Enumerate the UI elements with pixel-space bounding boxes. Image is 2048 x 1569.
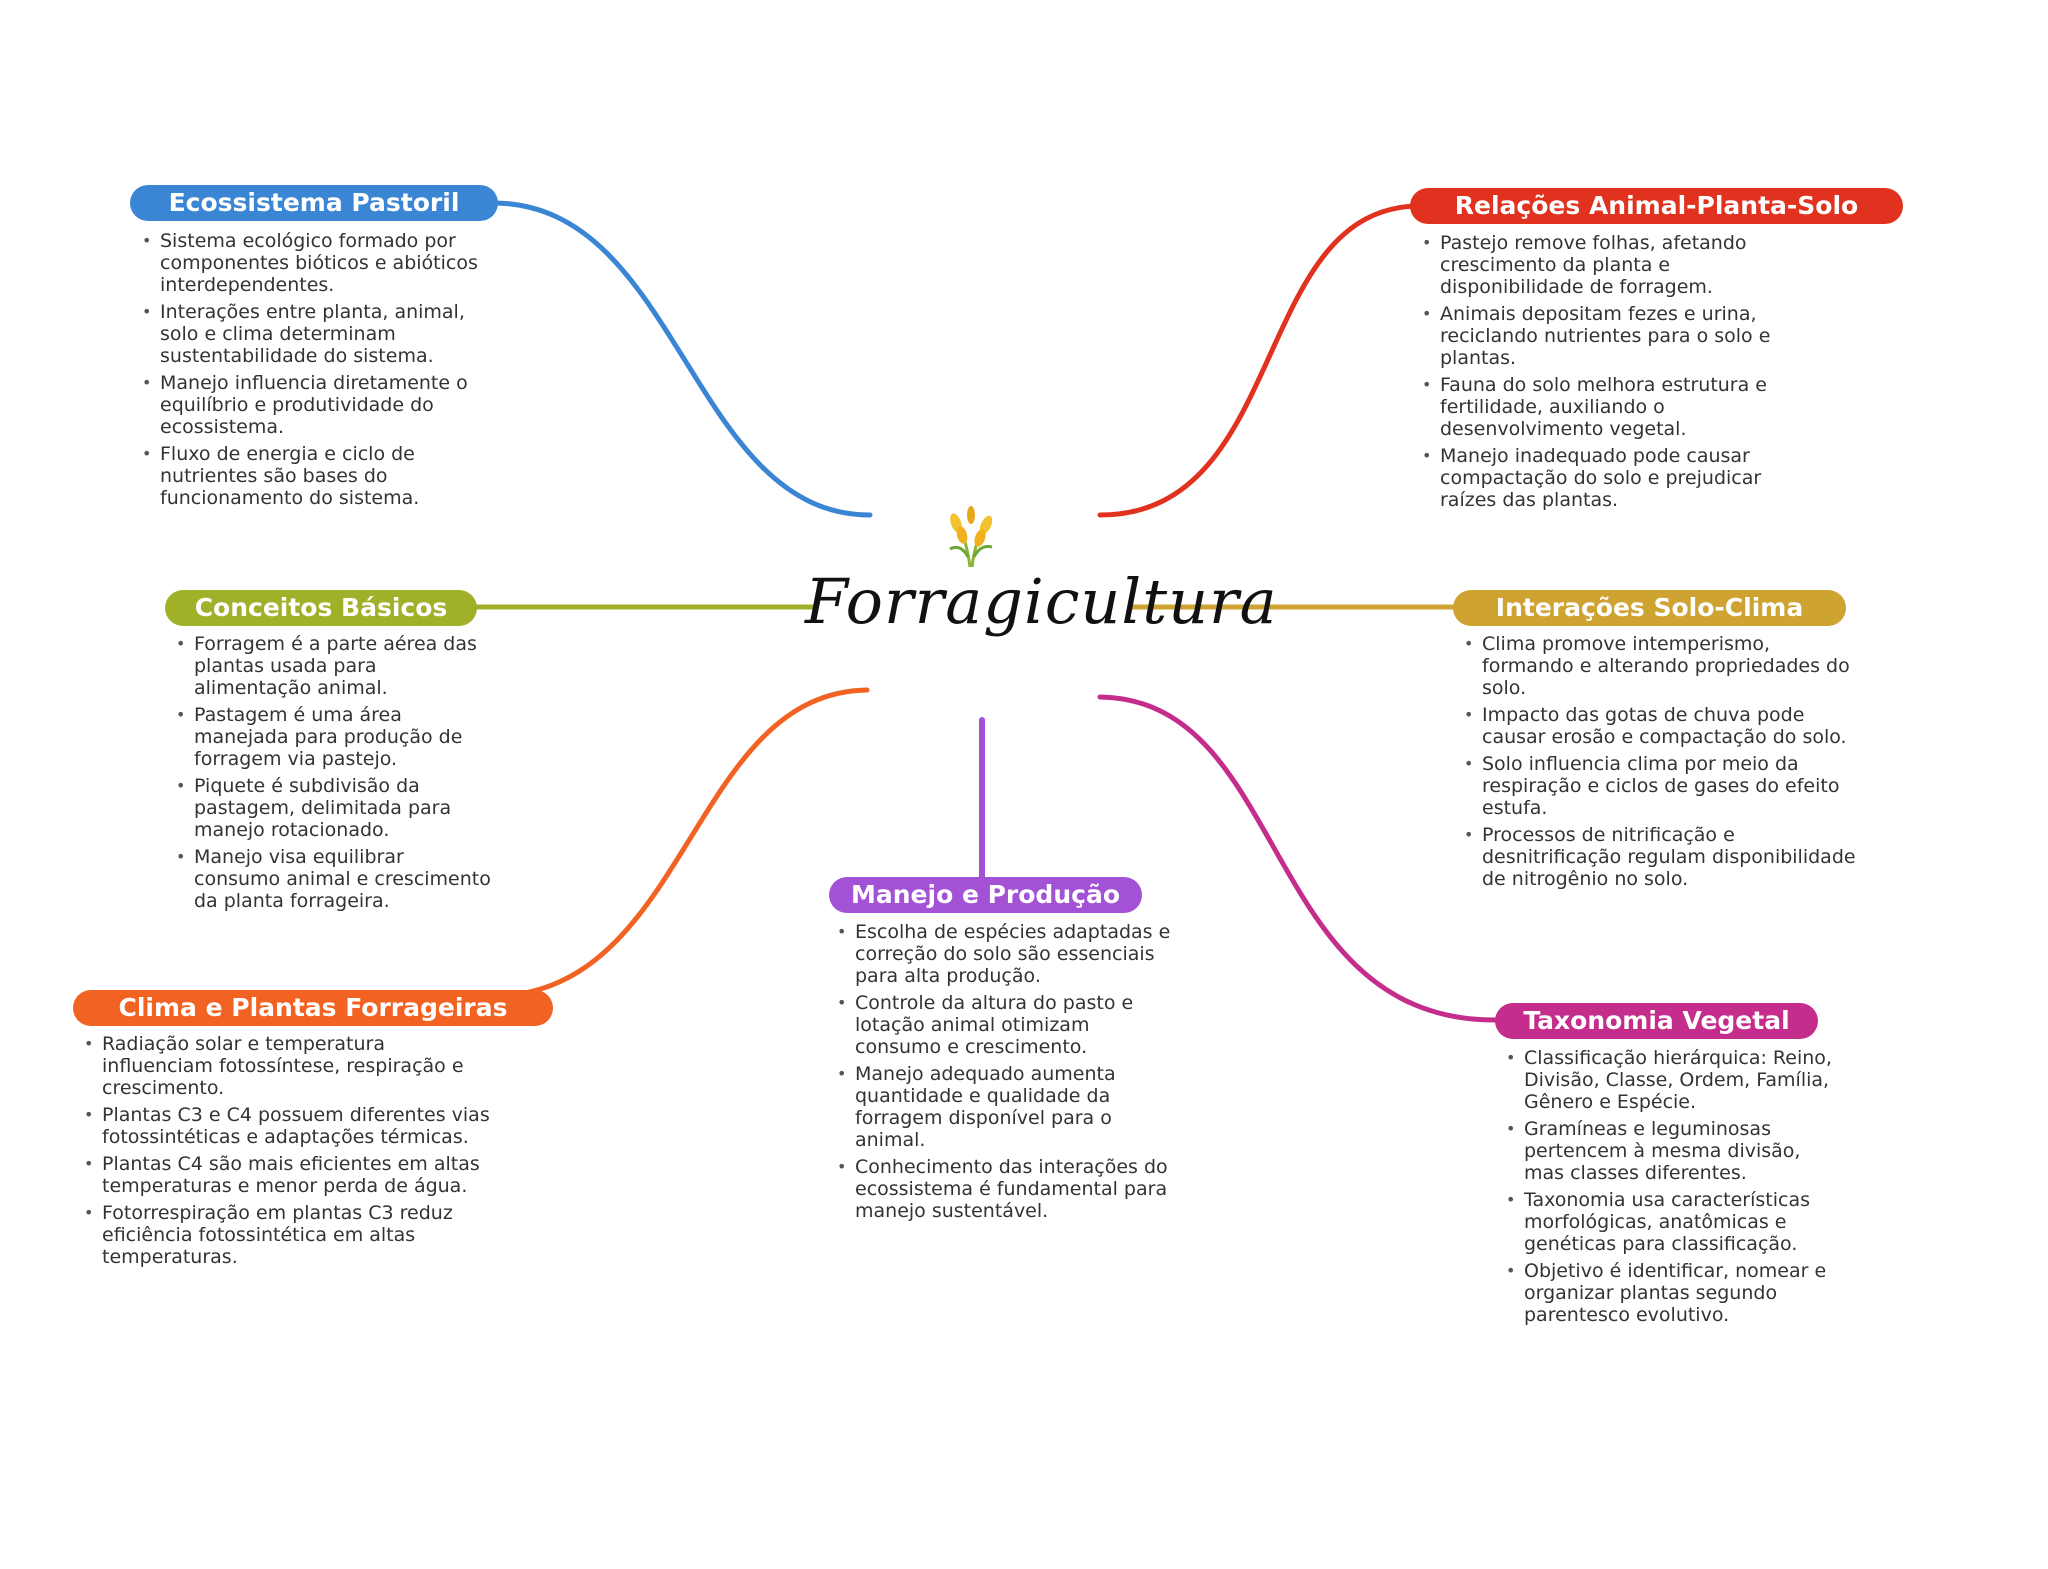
topic-taxonomia-vegetal[interactable]: Taxonomia Vegetal bbox=[1495, 1003, 1818, 1039]
list-item: Sistema ecológico formado por componente… bbox=[138, 230, 498, 296]
list-item: Conhecimento das interações do ecossiste… bbox=[833, 1156, 1173, 1222]
taxonomia-vegetal-list: Classificação hierárquica: Reino, Divisã… bbox=[1502, 1047, 1832, 1331]
list-item: Pastejo remove folhas, afetando crescime… bbox=[1418, 232, 1818, 298]
relacoes-animal-planta-solo-list: Pastejo remove folhas, afetando crescime… bbox=[1418, 232, 1818, 516]
topic-interacoes-solo-clima[interactable]: Interações Solo-Clima bbox=[1453, 590, 1846, 626]
list-item: Piquete é subdivisão da pastagem, delimi… bbox=[172, 775, 492, 841]
wheat-icon bbox=[949, 506, 993, 568]
conceitos-basicos-list: Forragem é a parte aérea das plantas usa… bbox=[172, 633, 492, 917]
list-item: Fauna do solo melhora estrutura e fertil… bbox=[1418, 374, 1818, 440]
manejo-producao-list: Escolha de espécies adaptadas e correção… bbox=[833, 921, 1173, 1227]
list-item: Controle da altura do pasto e lotação an… bbox=[833, 992, 1173, 1058]
connector-clima bbox=[522, 687, 870, 996]
topic-relacoes-animal-planta-solo[interactable]: Relações Animal-Planta-Solo bbox=[1410, 188, 1903, 224]
connector-relacoes bbox=[1097, 203, 1423, 518]
list-item: Fluxo de energia e ciclo de nutrientes s… bbox=[138, 443, 498, 509]
list-item: Clima promove intemperismo, formando e a… bbox=[1460, 633, 1860, 699]
topic-clima-plantas-forrageiras[interactable]: Clima e Plantas Forrageiras bbox=[73, 990, 553, 1026]
list-item: Radiação solar e temperatura influenciam… bbox=[80, 1033, 490, 1099]
list-item: Plantas C4 são mais eficientes em altas … bbox=[80, 1153, 490, 1197]
list-item: Manejo influencia diretamente o equilíbr… bbox=[138, 372, 498, 438]
clima-plantas-forrageiras-list: Radiação solar e temperatura influenciam… bbox=[80, 1033, 490, 1273]
topic-conceitos-basicos[interactable]: Conceitos Básicos bbox=[165, 590, 477, 626]
list-item: Solo influencia clima por meio da respir… bbox=[1460, 753, 1860, 819]
topic-ecossistema-pastoril[interactable]: Ecossistema Pastoril bbox=[130, 185, 498, 221]
list-item: Manejo inadequado pode causar compactaçã… bbox=[1418, 445, 1818, 511]
topic-manejo-producao[interactable]: Manejo e Produção bbox=[829, 877, 1142, 913]
interacoes-solo-clima-list: Clima promove intemperismo, formando e a… bbox=[1460, 633, 1860, 895]
list-item: Pastagem é uma área manejada para produç… bbox=[172, 704, 492, 770]
ecossistema-pastoril-list: Sistema ecológico formado por componente… bbox=[138, 230, 498, 514]
list-item: Gramíneas e leguminosas pertencem à mesm… bbox=[1502, 1118, 1832, 1184]
list-item: Plantas C3 e C4 possuem diferentes vias … bbox=[80, 1104, 490, 1148]
list-item: Interações entre planta, animal, solo e … bbox=[138, 301, 498, 367]
list-item: Manejo visa equilibrar consumo animal e … bbox=[172, 846, 492, 912]
list-item: Forragem é a parte aérea das plantas usa… bbox=[172, 633, 492, 699]
list-item: Fotorrespiração em plantas C3 reduz efic… bbox=[80, 1202, 490, 1268]
list-item: Manejo adequado aumenta quantidade e qua… bbox=[833, 1063, 1173, 1151]
list-item: Impacto das gotas de chuva pode causar e… bbox=[1460, 704, 1860, 748]
connector-ecossistema bbox=[490, 200, 873, 518]
connector-taxonomia bbox=[1097, 694, 1498, 1023]
central-topic-title: Forragicultura bbox=[805, 565, 1278, 638]
list-item: Escolha de espécies adaptadas e correção… bbox=[833, 921, 1173, 987]
list-item: Classificação hierárquica: Reino, Divisã… bbox=[1502, 1047, 1832, 1113]
list-item: Taxonomia usa características morfológic… bbox=[1502, 1189, 1832, 1255]
list-item: Processos de nitrificação e desnitrifica… bbox=[1460, 824, 1860, 890]
list-item: Objetivo é identificar, nomear e organiz… bbox=[1502, 1260, 1832, 1326]
list-item: Animais depositam fezes e urina, recicla… bbox=[1418, 303, 1818, 369]
